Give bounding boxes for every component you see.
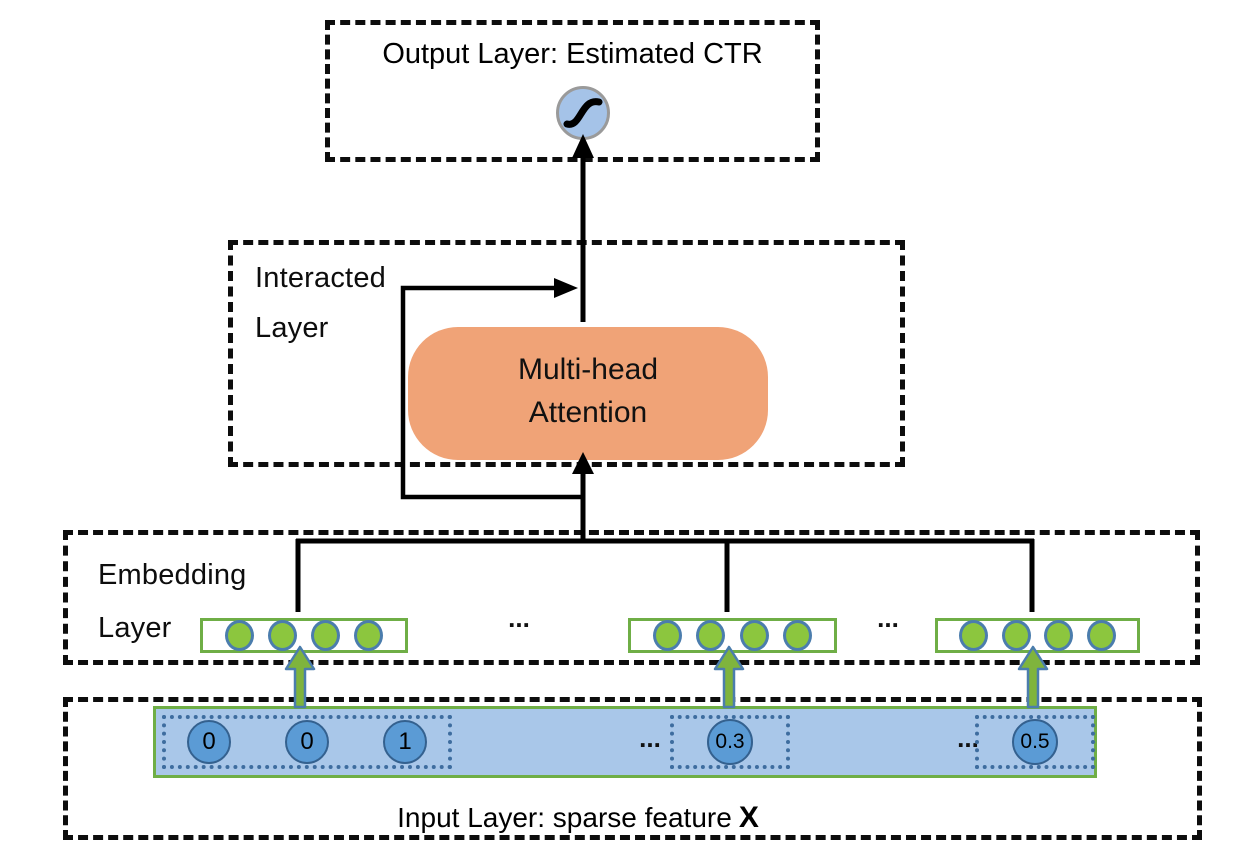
input-caption-text: Input Layer: sparse feature	[397, 802, 732, 833]
attention-label-line2: Attention	[528, 396, 648, 429]
embedding-circle	[782, 620, 812, 651]
input-feature-bar: 0 0 1 ... 0.3 ... 0.5	[153, 706, 1097, 778]
embedding-circle	[959, 620, 989, 651]
embedding-group-3	[935, 618, 1140, 653]
embedding-circle	[268, 620, 297, 651]
embedding-ellipsis-1: ...	[508, 603, 530, 633]
interacted-layer-label: Interacted Layer	[255, 253, 386, 353]
input-ellipsis-1: ...	[639, 723, 661, 753]
embedding-circle	[311, 620, 340, 651]
embedding-circle	[1086, 620, 1116, 651]
embedding-ellipsis-2: ...	[877, 603, 899, 633]
embedding-layer-box: Embedding Layer ... ...	[63, 530, 1200, 665]
output-layer-box: Output Layer: Estimated CTR	[325, 20, 820, 162]
sigmoid-icon	[563, 98, 603, 128]
embedding-circle	[653, 620, 683, 651]
sigmoid-node	[556, 86, 610, 140]
embedding-group-2	[628, 618, 837, 653]
input-field-group-1: 0 0 1	[162, 715, 452, 769]
embedding-label-line2: Layer	[98, 612, 172, 644]
embedding-circle	[1001, 620, 1031, 651]
input-layer-box: 0 0 1 ... 0.3 ... 0.5 Input Layer: spars…	[63, 697, 1202, 840]
input-value-circle: 0.3	[707, 719, 753, 765]
embedding-circle	[354, 620, 383, 651]
input-field-group-2: 0.3	[670, 715, 790, 769]
output-layer-label: Output Layer: Estimated CTR	[382, 38, 763, 70]
input-value-circle: 0.5	[1012, 719, 1058, 765]
attention-block: Multi-head Attention	[408, 327, 768, 460]
embedding-circle	[1044, 620, 1074, 651]
embedding-circle	[696, 620, 726, 651]
attention-label-line1: Multi-head	[517, 353, 659, 386]
embedding-circle	[225, 620, 254, 651]
embedding-group-1	[200, 618, 408, 653]
interacted-label-line1: Interacted	[255, 262, 386, 294]
input-caption-emphasis: X	[738, 801, 759, 834]
interacted-label-line2: Layer	[255, 312, 329, 344]
embedding-label-line1: Embedding	[98, 559, 247, 591]
input-field-group-3: 0.5	[975, 715, 1095, 769]
interacted-layer-box: Interacted Layer Multi-head Attention	[228, 240, 905, 467]
input-ellipsis-2: ...	[957, 723, 979, 753]
embedding-circle	[739, 620, 769, 651]
input-value-circle: 0	[187, 720, 231, 764]
input-value-circle: 1	[383, 720, 427, 764]
embedding-layer-label: Embedding Layer	[98, 549, 247, 655]
input-value-circle: 0	[285, 720, 329, 764]
